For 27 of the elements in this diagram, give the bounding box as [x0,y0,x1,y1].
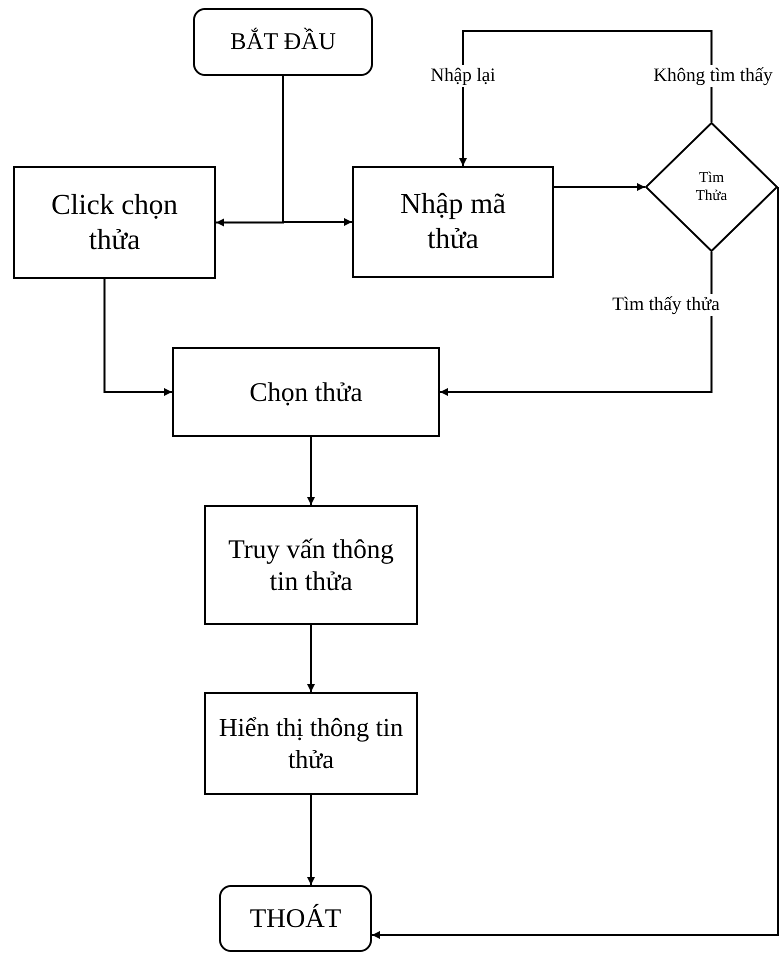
node-text: THOÁT [250,902,342,935]
terminal-box [193,8,373,76]
arrow [307,437,315,505]
annotation-label: Nhập lại [428,65,498,87]
process-box [172,347,440,437]
arrow [440,252,712,396]
arrow [554,183,645,191]
process-box [352,166,554,278]
process-box [13,166,216,279]
arrow [282,76,352,226]
node-text: Hiển thị thông tin thửa [218,712,404,775]
arrow [372,187,779,939]
arrow [104,279,172,396]
terminal-box [219,885,372,952]
process-box [204,505,418,625]
edge-label: Tìm thấy thửa [610,294,722,316]
arrow [459,30,712,166]
node-text: BẮT ĐẦU [230,28,336,56]
node-text: Chọn thửa [250,376,362,408]
node-text: Truy vấn thông tin thửa [227,532,395,598]
arrow [307,795,315,885]
node-text: Nhập mã thửa [399,187,507,257]
arrow [307,625,315,692]
process-box [204,692,418,795]
edge-label: Không tìm thấy [651,65,775,87]
node-text: Tìm Thửa [694,169,728,205]
node-text: Click chọn thửa [50,188,179,258]
